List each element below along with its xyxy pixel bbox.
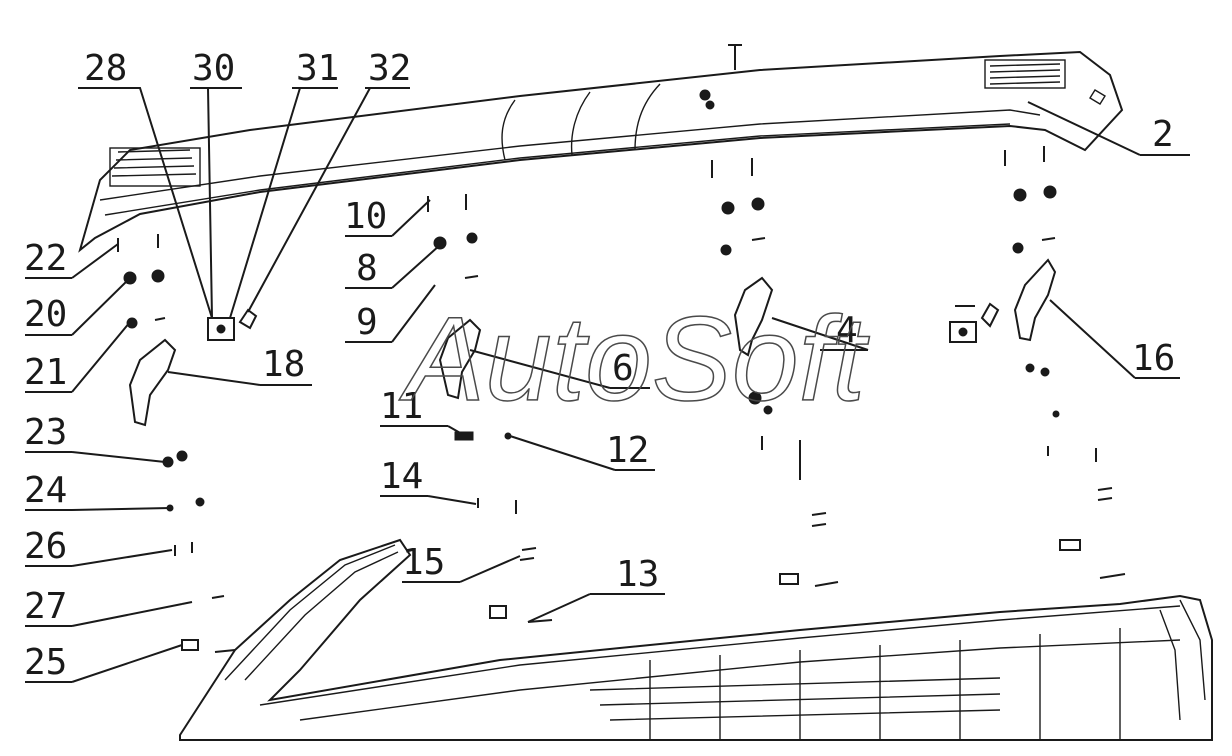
callout-20: 20 <box>24 294 67 335</box>
callout-12: 12 <box>606 430 649 471</box>
callout-numbers: 28 30 31 32 2 10 22 8 20 9 4 16 21 18 6 … <box>24 48 1175 683</box>
watermark-text: AutoSoft <box>399 292 870 426</box>
callout-27: 27 <box>24 586 67 627</box>
callout-24: 24 <box>24 470 67 511</box>
callout-28: 28 <box>84 48 127 89</box>
callout-31: 31 <box>296 48 339 89</box>
leader-lines <box>25 87 1190 683</box>
callout-30: 30 <box>192 48 235 89</box>
callout-13: 13 <box>616 554 659 595</box>
callout-18: 18 <box>262 344 305 385</box>
callout-22: 22 <box>24 238 67 279</box>
callout-6: 6 <box>612 348 634 389</box>
roof-panel-upper <box>78 50 1124 253</box>
callout-4: 4 <box>836 310 858 351</box>
callout-8: 8 <box>356 248 378 289</box>
callout-9: 9 <box>356 302 378 343</box>
callout-16: 16 <box>1132 338 1175 379</box>
callout-14: 14 <box>380 456 423 497</box>
callout-11: 11 <box>380 386 423 427</box>
callout-32: 32 <box>368 48 411 89</box>
callout-10: 10 <box>344 196 387 237</box>
callout-2: 2 <box>1152 114 1174 155</box>
body-lower <box>179 538 1213 741</box>
brackets <box>128 258 1057 427</box>
callout-21: 21 <box>24 352 67 393</box>
callout-26: 26 <box>24 526 67 567</box>
callout-25: 25 <box>24 642 67 683</box>
callout-23: 23 <box>24 412 67 453</box>
callout-15: 15 <box>402 542 445 583</box>
